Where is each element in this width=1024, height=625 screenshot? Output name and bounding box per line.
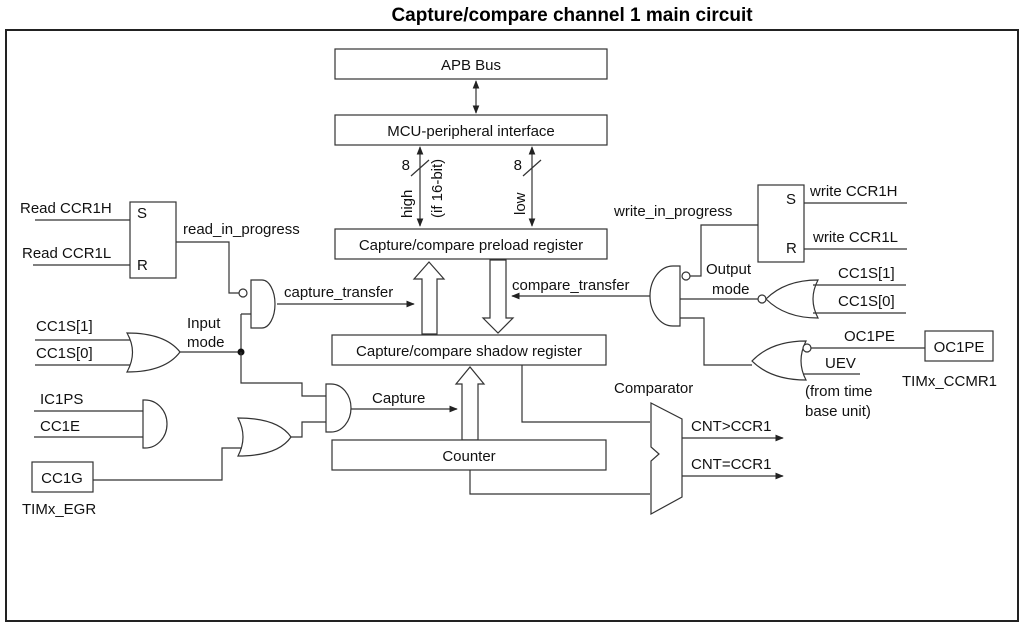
output-mode-inverter-bubble [757, 294, 767, 304]
preload-register-block: Capture/compare preload register [334, 228, 608, 260]
capture-transfer-and-gate [250, 279, 276, 329]
write-latch-s: S [786, 191, 796, 208]
oc1pe-signal-label: OC1PE [844, 328, 895, 345]
apb-bus-block: APB Bus [334, 48, 608, 80]
input-mode-or-gate [125, 332, 181, 373]
output-cc1s0-label: CC1S[0] [838, 293, 895, 310]
low-bus-width: 8 [514, 157, 522, 174]
low-bus-label: low [512, 192, 529, 215]
low-bus-width-slash [522, 159, 542, 177]
output-cc1s1-label: CC1S[1] [838, 265, 895, 282]
write-ccr1l-label: write CCR1L [812, 229, 898, 246]
cc1e-label: CC1E [40, 418, 80, 435]
cc1g-wire [93, 447, 242, 481]
capture-wide-arrow-up [412, 261, 446, 335]
cc1g-label: CC1G [41, 470, 83, 487]
shadow-register-block: Capture/compare shadow register [331, 334, 607, 366]
diagram-frame [5, 29, 1019, 622]
timx-ccmr1-label: TIMx_CCMR1 [902, 373, 997, 390]
preload-enable-nor-gate [751, 340, 807, 381]
counter-block: Counter [331, 439, 607, 471]
oc1pe-block: OC1PE [924, 330, 994, 362]
high-bus-label: high [399, 190, 416, 218]
and-to-nor-wire [680, 317, 752, 366]
high-bus-width: 8 [402, 157, 410, 174]
ic1ps-cc1e-and-gate [142, 399, 168, 449]
compare-transfer-label: compare_transfer [512, 277, 630, 294]
input-cc1s0-label: CC1S[0] [36, 345, 93, 362]
shadow-register-label: Capture/compare shadow register [356, 343, 582, 360]
read-ccr1h-label: Read CCR1H [20, 200, 112, 217]
counter-to-comparator-wire [469, 470, 650, 495]
counter-wide-arrow-up [454, 366, 486, 441]
capture-or-gate [237, 417, 292, 457]
oc1pe-inverter-bubble [802, 343, 812, 353]
input-mode-label-line1: Input [187, 315, 221, 332]
diagram-title: Capture/compare channel 1 main circuit [391, 5, 753, 26]
uev-note-line2: base unit) [805, 403, 871, 420]
read-inverter-bubble [238, 288, 248, 298]
input-mode-to-and-wire [240, 313, 251, 350]
input-mode-to-capture-and-wire [240, 352, 326, 397]
output-mode-nor-gate [765, 279, 819, 319]
capture-label: Capture [372, 390, 425, 407]
write-inverter-bubble [681, 271, 691, 281]
cnt-gt-ccr1-label: CNT>CCR1 [691, 418, 771, 435]
capture-transfer-label: capture_transfer [284, 284, 393, 301]
compare-transfer-and-gate [649, 265, 681, 327]
comparator-label: Comparator [614, 380, 693, 397]
mcu-interface-label: MCU-peripheral interface [387, 123, 555, 140]
write-ccr1h-label: write CCR1H [809, 183, 898, 200]
read-sr-latch: S R [129, 201, 177, 279]
counter-label: Counter [442, 448, 495, 465]
output-mode-label-line1: Output [706, 261, 752, 278]
write-in-progress-wire [690, 224, 758, 277]
uev-note-line1: (from time [805, 383, 873, 400]
cnt-eq-ccr1-label: CNT=CCR1 [691, 456, 771, 473]
cc1g-block: CC1G [31, 461, 94, 493]
shadow-to-comparator-wire [521, 365, 650, 423]
oc1pe-box-label: OC1PE [934, 339, 985, 356]
read-latch-r: R [137, 257, 148, 274]
high-bus-width-slash [410, 159, 430, 177]
uev-label: UEV [825, 355, 856, 372]
mcu-interface-block: MCU-peripheral interface [334, 114, 608, 146]
input-mode-label-line2: mode [187, 334, 225, 351]
read-ccr1l-label: Read CCR1L [22, 245, 111, 262]
write-sr-latch: S R [757, 184, 805, 263]
ic1ps-label: IC1PS [40, 391, 83, 408]
compare-wide-arrow-down [481, 259, 515, 334]
comparator-block [650, 402, 683, 516]
timx-egr-label: TIMx_EGR [22, 501, 96, 518]
read-in-progress-label: read_in_progress [183, 221, 300, 238]
write-latch-r: R [786, 240, 797, 257]
input-cc1s1-label: CC1S[1] [36, 318, 93, 335]
read-latch-s: S [137, 205, 147, 222]
preload-register-label: Capture/compare preload register [359, 237, 583, 254]
or-to-capture-and-wire [291, 421, 326, 438]
capture-and-gate [325, 383, 352, 433]
if-16bit-label: (if 16-bit) [429, 159, 446, 218]
write-in-progress-label: write_in_progress [613, 203, 732, 220]
read-in-progress-wire [176, 241, 239, 294]
output-mode-label-line2: mode [712, 281, 750, 298]
apb-bus-label: APB Bus [441, 57, 501, 74]
